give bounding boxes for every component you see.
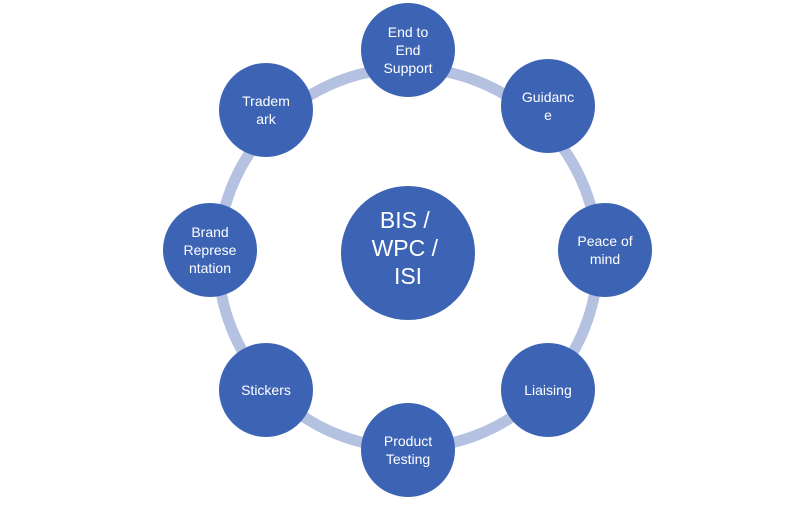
node-label-line: e <box>544 107 552 123</box>
center-label-line: BIS / <box>380 207 430 233</box>
node-label: Guidanc e <box>522 89 574 123</box>
node-label: Stickers <box>241 382 291 398</box>
node-trademark: Tradem ark <box>219 63 313 157</box>
node-label-line: Product <box>384 433 432 449</box>
center-node-circle <box>341 186 475 320</box>
node-label-line: Guidanc <box>522 89 574 105</box>
node-circle <box>501 59 595 153</box>
node-peace-of-mind: Peace of mind <box>558 203 652 297</box>
node-guidance: Guidanc e <box>501 59 595 153</box>
center-label-line: WPC / <box>372 235 439 261</box>
node-label-line: Liaising <box>524 382 571 398</box>
node-label-line: Represe <box>184 242 237 258</box>
center-node-label: BIS / WPC / ISI <box>372 207 445 289</box>
node-label: Liaising <box>524 382 571 398</box>
node-circle <box>558 203 652 297</box>
node-label-line: Brand <box>191 224 228 240</box>
node-circle <box>219 63 313 157</box>
node-label: Peace of mind <box>577 233 632 267</box>
node-label-line: Support <box>383 60 432 76</box>
node-label-line: Stickers <box>241 382 291 398</box>
node-label-line: End <box>396 42 421 58</box>
node-label-line: End to <box>388 24 429 40</box>
node-liaising: Liaising <box>501 343 595 437</box>
node-label-line: mind <box>590 251 620 267</box>
node-label: Tradem ark <box>242 93 290 127</box>
center-label-line: ISI <box>394 263 422 289</box>
node-label-line: Peace of <box>577 233 632 249</box>
node-circle <box>361 3 455 97</box>
center-node: BIS / WPC / ISI <box>341 186 475 320</box>
node-circle <box>219 343 313 437</box>
node-circle <box>501 343 595 437</box>
node-circle <box>163 203 257 297</box>
node-label-line: ntation <box>189 260 231 276</box>
node-circle <box>361 403 455 497</box>
node-label-line: Testing <box>386 451 430 467</box>
node-stickers: Stickers <box>219 343 313 437</box>
node-label-line: Tradem <box>242 93 290 109</box>
node-label-line: ark <box>256 111 276 127</box>
